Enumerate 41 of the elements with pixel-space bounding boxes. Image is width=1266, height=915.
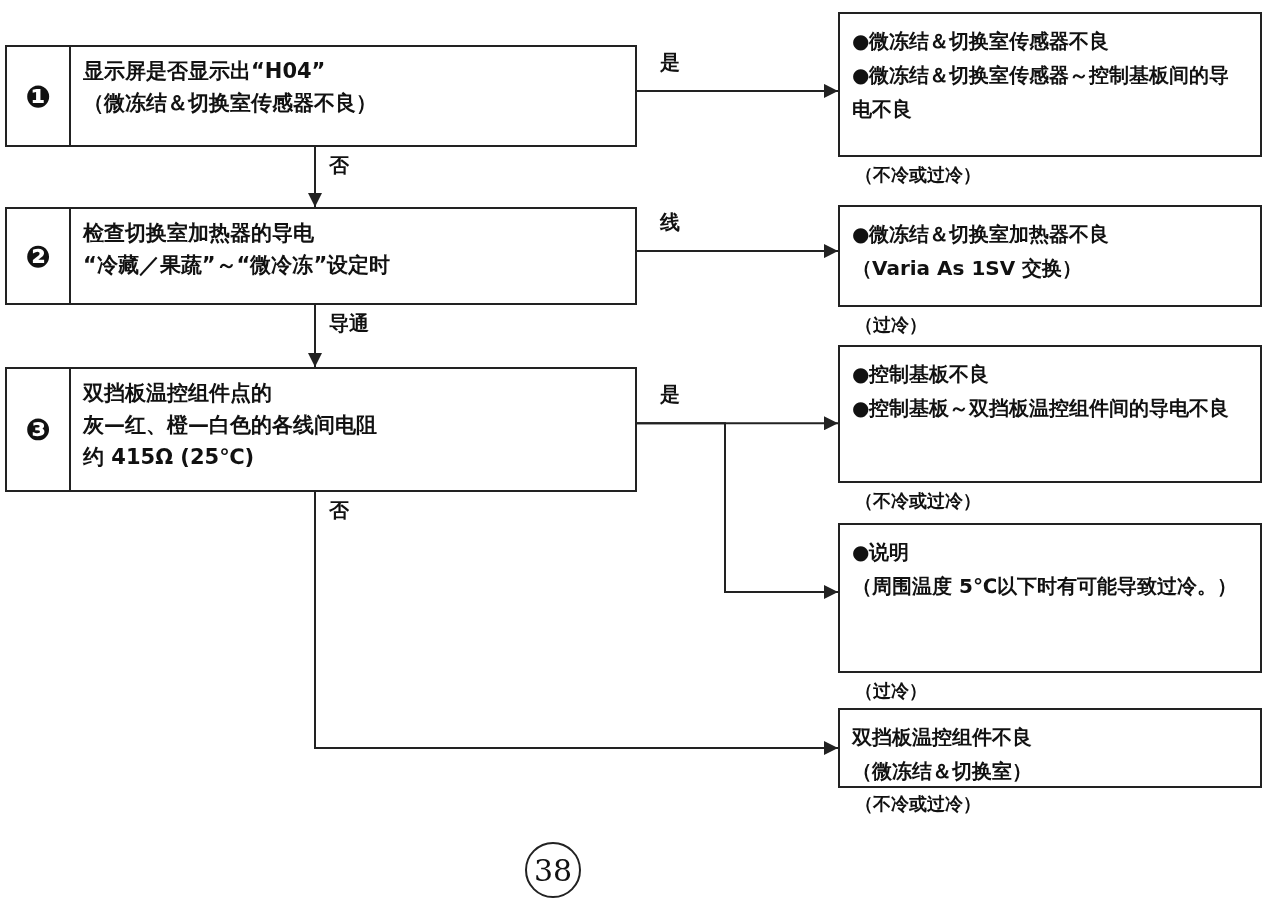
step-number: ❶	[7, 47, 71, 145]
step-text: 显示屏是否显示出“H04”	[83, 58, 326, 85]
arrow	[636, 83, 839, 98]
result-text: （Varia As 1SV 交换）	[852, 255, 1083, 282]
arrow	[314, 491, 839, 755]
note-text: （不冷或过冷）	[855, 163, 981, 187]
step-number: ❸	[7, 369, 71, 490]
result-text: 双挡板温控组件不良	[852, 724, 1032, 751]
result-text: （微冻结＆切换室）	[852, 758, 1032, 785]
result-box	[838, 523, 1262, 673]
page-number: 38	[525, 842, 581, 898]
result-text: ●控制基板不良	[852, 361, 990, 388]
process-box	[5, 207, 637, 305]
result-box	[838, 205, 1262, 307]
step-number: ❷	[7, 209, 71, 303]
result-text: ●微冻结＆切换室传感器不良	[852, 28, 1110, 55]
note-text: （不冷或过冷）	[855, 792, 981, 816]
result-text: ●微冻结＆切换室传感器～控制基板间的导电不良	[852, 62, 1231, 123]
arrow	[636, 244, 839, 259]
arrow	[308, 146, 322, 208]
process-box	[5, 45, 637, 147]
result-text: ●控制基板～双挡板温控组件间的导电不良	[852, 395, 1230, 422]
edge-label: 导通	[327, 310, 371, 337]
result-text: ●说明	[852, 539, 910, 566]
result-text: ●微冻结＆切换室加热器不良	[852, 221, 1110, 248]
step-text: “冷藏／果蔬”～“微冷冻”设定时	[83, 252, 391, 279]
step-text: 双挡板温控组件点的	[83, 380, 272, 407]
step-text: 灰—红、橙—白色的各线间电阻	[83, 412, 377, 439]
result-text: （周围温度 5℃以下时有可能导致过冷。）	[852, 573, 1238, 600]
step-text: 约 415Ω (25℃)	[83, 444, 255, 471]
result-box	[838, 708, 1262, 788]
note-text: （不冷或过冷）	[855, 489, 981, 513]
arrow	[636, 422, 839, 599]
step-text: 检查切换室加热器的导电	[83, 220, 314, 247]
result-box	[838, 345, 1262, 483]
note-text: （过冷）	[855, 679, 927, 703]
arrow	[308, 304, 322, 368]
step-text: （微冻结＆切换室传感器不良）	[83, 90, 377, 117]
result-box	[838, 12, 1262, 157]
process-box	[5, 367, 637, 492]
note-text: （过冷）	[855, 313, 927, 337]
